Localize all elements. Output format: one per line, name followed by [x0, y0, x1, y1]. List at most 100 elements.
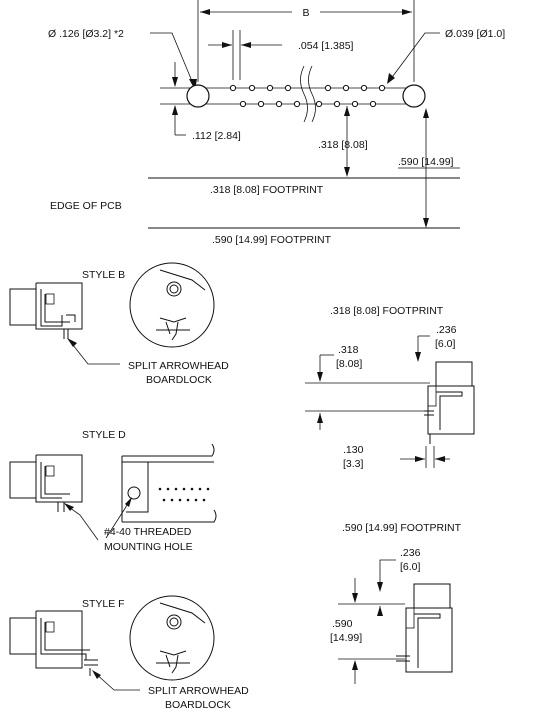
dim-318-label: .318 [8.08]	[318, 139, 368, 151]
style-f-title: STYLE F	[82, 598, 125, 610]
side-590-title: .590 [14.99] FOOTPRINT	[342, 522, 462, 534]
side-590-dim-b-line2: [14.99]	[330, 632, 362, 644]
arrowhead	[67, 338, 77, 347]
boardlock-detail-edge	[159, 269, 206, 291]
style-d-callout-line1: #4-40 THREADED	[104, 526, 192, 538]
pin-hole-leader	[389, 32, 440, 81]
contact-window	[45, 293, 55, 305]
arrowhead	[64, 503, 74, 511]
side-318-dim-b-line1: .318	[338, 344, 359, 356]
arrowhead	[317, 413, 323, 423]
style-f-callout-line2: BOARDLOCK	[165, 699, 231, 711]
break-line	[300, 65, 308, 123]
pin-hole	[378, 84, 386, 92]
style-b-title: STYLE B	[82, 269, 125, 281]
contact-inner	[44, 294, 70, 323]
break-line	[308, 65, 316, 123]
boardlock-detail-arrowhead	[159, 650, 187, 674]
connector-body	[35, 454, 83, 503]
pin-hole	[369, 100, 377, 108]
contact-bracket	[40, 462, 62, 499]
boardlock-detail-hole	[166, 614, 182, 630]
side-318-dim-c-line1: .130	[343, 444, 364, 456]
edge-of-pcb-label: EDGE OF PCB	[50, 200, 122, 212]
boardlock-detail-hole-inner	[169, 617, 179, 627]
arrowhead	[200, 9, 210, 15]
arrowhead	[435, 456, 445, 462]
arrowhead	[423, 108, 429, 118]
arrowhead	[241, 42, 251, 48]
pin-hole	[342, 84, 350, 92]
style-f-callout-line1: SPLIT ARROWHEAD	[148, 685, 249, 697]
connector-shell	[9, 461, 37, 499]
pin-hole	[360, 84, 368, 92]
row-offset-label: .112 [2.84]	[192, 130, 241, 142]
connector-shell	[435, 361, 473, 387]
pin-hole	[351, 100, 359, 108]
pin-hole	[257, 100, 265, 108]
arrowhead	[92, 670, 101, 679]
side-590-dim-a-line1: .236	[400, 547, 421, 559]
connector-body	[405, 607, 453, 673]
pin-hole	[293, 100, 301, 108]
dim-b-label: B	[302, 7, 309, 19]
front-view-flange	[126, 461, 149, 513]
pin-holes-upper-row	[229, 84, 386, 92]
contact-bracket	[40, 618, 87, 660]
arrowhead	[402, 9, 412, 15]
connector-shell	[9, 617, 37, 655]
boardlock-detail-arrowhead	[159, 317, 187, 341]
contact-bracket	[40, 289, 63, 327]
side-318-dim-a-line1: .236	[436, 324, 457, 336]
connector-body	[427, 385, 475, 435]
mount-hole-callout: Ø .126 [Ø3.2] *2	[48, 28, 124, 40]
footprint-318-label: .318 [8.08] FOOTPRINT	[210, 184, 324, 196]
arrowhead	[377, 606, 383, 616]
mounting-hole-left	[186, 84, 210, 108]
arrowhead	[222, 42, 232, 48]
arrowhead	[415, 352, 421, 362]
boardlock-detail-hole	[166, 281, 182, 297]
arrowhead	[172, 77, 178, 87]
boardlock-detail-hole-inner	[169, 284, 179, 294]
side-590-dim-a-line2: [6.0]	[400, 561, 421, 573]
style-b-callout-leader	[68, 339, 120, 365]
arrowhead	[344, 106, 350, 116]
style-b-callout-line2: BOARDLOCK	[146, 374, 212, 386]
side-318-dim-a-line2: [6.0]	[435, 338, 456, 350]
pin-hole	[284, 84, 292, 92]
arrowhead	[344, 167, 350, 177]
style-d-title: STYLE D	[82, 429, 126, 441]
pin-hole	[229, 84, 237, 92]
contact-inner	[44, 466, 70, 495]
boardlock-detail-circle	[129, 595, 215, 681]
arrowhead	[423, 218, 429, 228]
bracket-flange	[405, 607, 415, 629]
pcb-hole-layout: B Ø .126 [Ø3.2] *2 Ø.039 [Ø1.0] .054 [1.…	[48, 0, 505, 246]
side-view-318: .318 [8.08] FOOTPRINT .236 [6.0] .318 [8…	[305, 305, 475, 470]
style-f-callout-leader	[93, 671, 140, 691]
pin-hole	[239, 100, 247, 108]
arrowhead	[415, 456, 425, 462]
mount-hole-leader	[150, 32, 195, 87]
front-view-outline	[121, 443, 217, 523]
arrowhead	[352, 593, 358, 603]
boardlock-detail-circle	[129, 262, 215, 348]
arrowhead	[352, 660, 358, 670]
pin-hole-callout: Ø.039 [Ø1.0]	[445, 28, 505, 40]
contact-bracket	[436, 391, 463, 430]
style-f-view: STYLE F SPLIT ARROWHEAD BOARDLOCK	[9, 595, 249, 711]
pin-holes-lower-row	[239, 100, 377, 108]
style-d-view: STYLE D #4	[9, 429, 217, 553]
side-view-590: .590 [14.99] FOOTPRINT .236 [6.0] .590 […	[330, 522, 462, 684]
threaded-hole	[127, 486, 141, 500]
style-d-callout-line2: MOUNTING HOLE	[104, 541, 193, 553]
boardlock	[66, 314, 76, 322]
side-318-title: .318 [8.08] FOOTPRINT	[330, 305, 444, 317]
connector-shell	[9, 288, 37, 326]
style-d-callout-leader-2	[65, 504, 99, 541]
contact-window	[45, 465, 55, 477]
arrowhead	[172, 105, 178, 115]
pin-hole	[315, 100, 323, 108]
